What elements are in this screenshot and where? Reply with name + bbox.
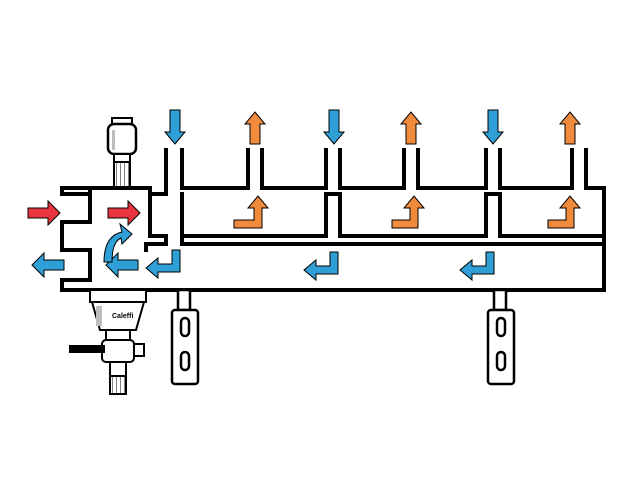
- orange-arrow-icon: [391, 195, 426, 229]
- orange-arrow-icon: [547, 195, 582, 229]
- blue-arrow-icon: [105, 251, 139, 279]
- red-right-arrow-icon: [107, 199, 141, 227]
- blue-arrow-icon: [163, 109, 187, 145]
- red-right-arrow-icon: [27, 199, 61, 227]
- orange-arrow-icon: [558, 111, 582, 145]
- air-vent-icon: [106, 117, 138, 189]
- wall-bracket-icon: [486, 288, 516, 386]
- wall-bracket-icon: [170, 288, 200, 386]
- orange-arrow-icon: [399, 111, 423, 145]
- orange-arrow-icon: [243, 111, 267, 145]
- blue-arrow-icon: [481, 109, 505, 145]
- blue-arrow-icon: [459, 251, 495, 282]
- blue-arrow-icon: [303, 251, 339, 282]
- manifold-pipework: [60, 148, 606, 292]
- separator-brand-label: Caleffi: [112, 313, 133, 320]
- orange-arrow-icon: [233, 195, 270, 229]
- blue-curved-arrow-icon: [103, 222, 133, 263]
- blue-arrow-icon: [322, 109, 346, 145]
- blue-arrow-icon: [145, 249, 181, 280]
- drain-valve-icon: Caleffi: [69, 289, 147, 395]
- blue-arrow-icon: [31, 251, 65, 279]
